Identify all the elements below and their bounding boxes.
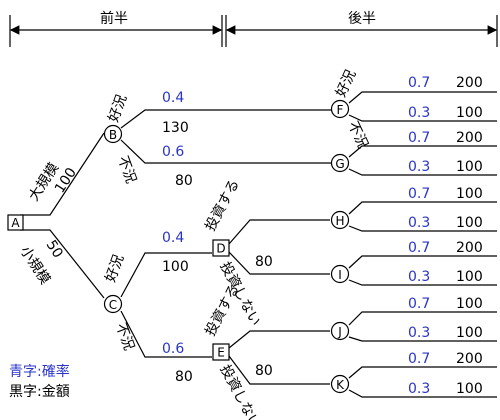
svg-text:H: H: [335, 214, 344, 228]
B-good-prob: 0.4: [162, 90, 184, 106]
leaf-amount: 200: [456, 351, 483, 367]
node-J: J: [330, 321, 350, 341]
leaf-amount: 100: [456, 159, 483, 175]
leaf-prob: 0.7: [408, 75, 430, 91]
node-G: G: [330, 153, 350, 173]
node-F: F: [330, 99, 350, 119]
C-good-prob: 0.4: [162, 230, 184, 246]
node-B: B: [103, 124, 123, 144]
node-K: K: [330, 374, 350, 394]
node-H: H: [330, 210, 350, 230]
second-half-label: 後半: [348, 11, 376, 27]
svg-text:I: I: [338, 268, 342, 282]
leaf-amount: 100: [456, 296, 483, 312]
leaf-amount: 100: [456, 325, 483, 341]
leaf-prob: 0.7: [408, 130, 430, 146]
F-good-label: 好況: [333, 68, 359, 100]
leaf-amount: 200: [456, 240, 483, 256]
svg-text:A: A: [11, 216, 20, 230]
C-bad-label: 不況: [112, 321, 137, 353]
E-invest-label: 投資する: [202, 282, 242, 339]
node-C: C: [103, 294, 123, 314]
svg-text:C: C: [109, 298, 117, 312]
leaf-prob: 0.7: [408, 240, 430, 256]
legend-probability: 青字:確率: [9, 364, 70, 380]
svg-text:F: F: [337, 103, 344, 117]
small-scale-cost: 50: [43, 237, 66, 261]
leaf-prob: 0.3: [408, 105, 430, 121]
C-good-label: 好況: [103, 253, 128, 285]
svg-text:B: B: [109, 128, 117, 142]
svg-text:E: E: [217, 346, 225, 360]
tree-edges: [20, 91, 497, 398]
svg-text:G: G: [335, 157, 344, 171]
period-header: 前半 後半: [9, 10, 498, 47]
svg-text:J: J: [337, 325, 342, 339]
legend-amount: 黒字:金額: [9, 384, 70, 400]
B-bad-label: 不況: [114, 154, 139, 186]
leaf-prob: 0.7: [408, 296, 430, 312]
C-good-amount: 100: [162, 259, 189, 275]
node-I: I: [330, 264, 350, 284]
leaf-prob: 0.3: [408, 269, 430, 285]
leaf-prob: 0.3: [408, 381, 430, 397]
leaf-values: 0.7 200 0.3 100 0.7 200 0.3 100 0.7 100 …: [408, 75, 483, 397]
leaf-amount: 100: [456, 215, 483, 231]
C-bad-amount: 80: [175, 369, 193, 385]
E-invest-cost: 80: [255, 363, 273, 379]
C-bad-prob: 0.6: [162, 341, 184, 357]
leaf-amount: 100: [456, 381, 483, 397]
node-D: D: [212, 239, 230, 257]
B-good-amount: 130: [162, 120, 189, 136]
leaf-amount: 200: [456, 130, 483, 146]
B-bad-amount: 80: [175, 173, 193, 189]
svg-text:D: D: [216, 242, 225, 256]
leaf-amount: 100: [456, 186, 483, 202]
node-A: A: [7, 214, 24, 231]
D-invest-label: 投資する: [202, 177, 242, 234]
leaf-amount: 100: [456, 105, 483, 121]
leaf-prob: 0.3: [408, 159, 430, 175]
leaf-amount: 100: [456, 269, 483, 285]
B-bad-prob: 0.6: [162, 144, 184, 160]
leaf-prob: 0.3: [408, 215, 430, 231]
B-good-label: 好況: [106, 93, 131, 125]
first-half-label: 前半: [100, 10, 128, 27]
leaf-prob: 0.3: [408, 325, 430, 341]
leaf-prob: 0.7: [408, 351, 430, 367]
leaf-prob: 0.7: [408, 186, 430, 202]
svg-text:K: K: [336, 378, 345, 392]
node-E: E: [212, 343, 230, 361]
leaf-amount: 200: [456, 75, 483, 91]
D-invest-cost: 80: [255, 254, 273, 270]
